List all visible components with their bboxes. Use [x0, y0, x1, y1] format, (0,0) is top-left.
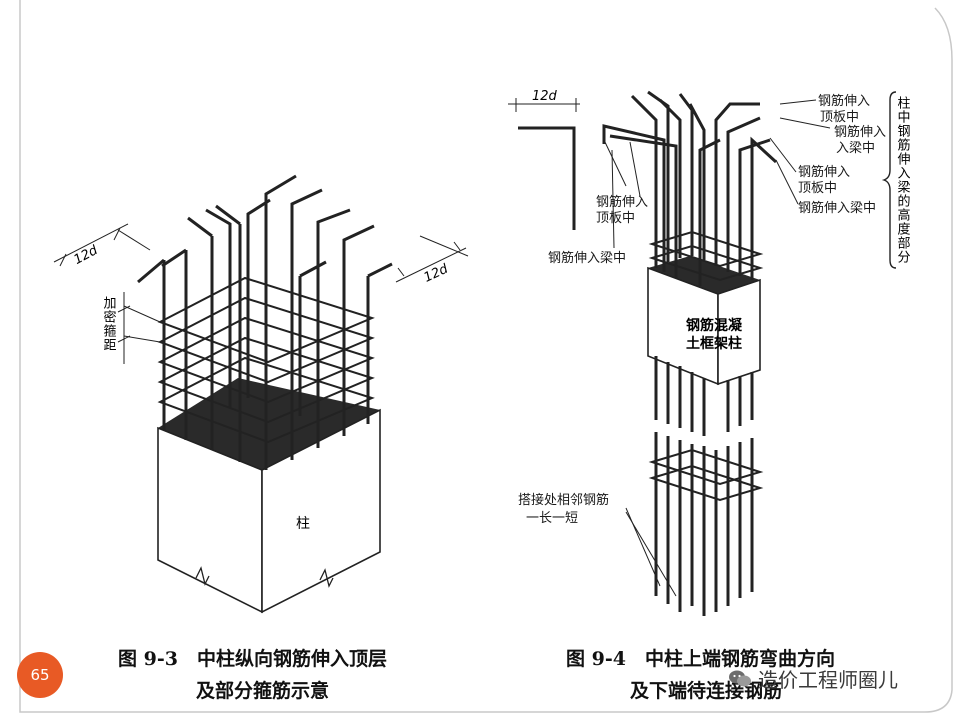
- stirrup-spacing-dim: [117, 292, 161, 364]
- dim-12d-right: [395, 235, 469, 283]
- vertical-bars: [162, 222, 370, 470]
- dim-12d-top: 12d: [532, 89, 558, 104]
- upper-stirrup-1: [648, 230, 764, 268]
- column-block-right: [717, 278, 761, 386]
- label-beam-1: 钢筋伸入: [834, 124, 886, 140]
- fig3-caption-line1: 图 9-3 中柱纵向钢筋伸入顶层: [118, 648, 387, 670]
- dim-12d-right-label: 12d: [422, 261, 451, 285]
- label-beam-1b: 入梁中: [836, 141, 875, 156]
- fig3-column-label: 柱: [296, 516, 310, 532]
- dim-12d-left: [53, 223, 151, 267]
- label-left-slab: 钢筋伸入: [596, 194, 648, 210]
- fig4-column-label-2: 土框架柱: [686, 335, 742, 352]
- leader-lines: [603, 99, 831, 597]
- column-right-face: [261, 408, 381, 614]
- label-left-slab-b: 顶板中: [596, 211, 635, 226]
- splice-label-1: 搭接处相邻钢筋: [518, 492, 609, 508]
- bent-bar-ends: [137, 174, 393, 284]
- dim-12d-left-label: 12d: [71, 243, 101, 268]
- figure-9-3-diagram: 12d 12d 加密箍距 柱: [53, 174, 469, 614]
- wechat-icon: [729, 670, 751, 686]
- label-left-beam: 钢筋伸入梁中: [548, 250, 626, 266]
- watermark-text: 造价工程师圈儿: [758, 668, 898, 692]
- label-slab-1: 钢筋伸入: [818, 93, 870, 109]
- figure-9-4-diagram: 12d: [508, 89, 911, 616]
- label-slab-2b: 顶板中: [798, 181, 837, 196]
- lower-bars: [654, 432, 754, 616]
- lower-stirrup-1: [648, 448, 764, 486]
- label-beam-2: 钢筋伸入梁中: [798, 200, 876, 216]
- fig4-caption-line1: 图 9-4 中柱上端钢筋弯曲方向: [566, 648, 835, 670]
- page-number-badge: 65: [17, 652, 63, 698]
- label-slab-2: 钢筋伸入: [798, 164, 850, 180]
- upper-stirrup-2: [648, 244, 764, 282]
- splice-label-2: 一长一短: [526, 511, 578, 526]
- detail-bar: [518, 126, 576, 230]
- fig4-column-label-1: 钢筋混凝: [686, 317, 743, 334]
- stirrups: [157, 276, 375, 444]
- upper-bars: [602, 90, 778, 286]
- middle-bars: [654, 356, 754, 436]
- lower-stirrup-2: [648, 464, 764, 502]
- label-slab-1b: 顶板中: [820, 110, 859, 125]
- watermark: 造价工程师圈儿: [728, 664, 898, 693]
- brace-label: 柱中钢筋伸入梁的高度部分: [895, 96, 911, 264]
- stirrup-spacing-label: 加密箍距: [101, 296, 117, 352]
- height-brace: [881, 91, 897, 269]
- fig3-caption-line2: 及部分箍筋示意: [196, 680, 330, 702]
